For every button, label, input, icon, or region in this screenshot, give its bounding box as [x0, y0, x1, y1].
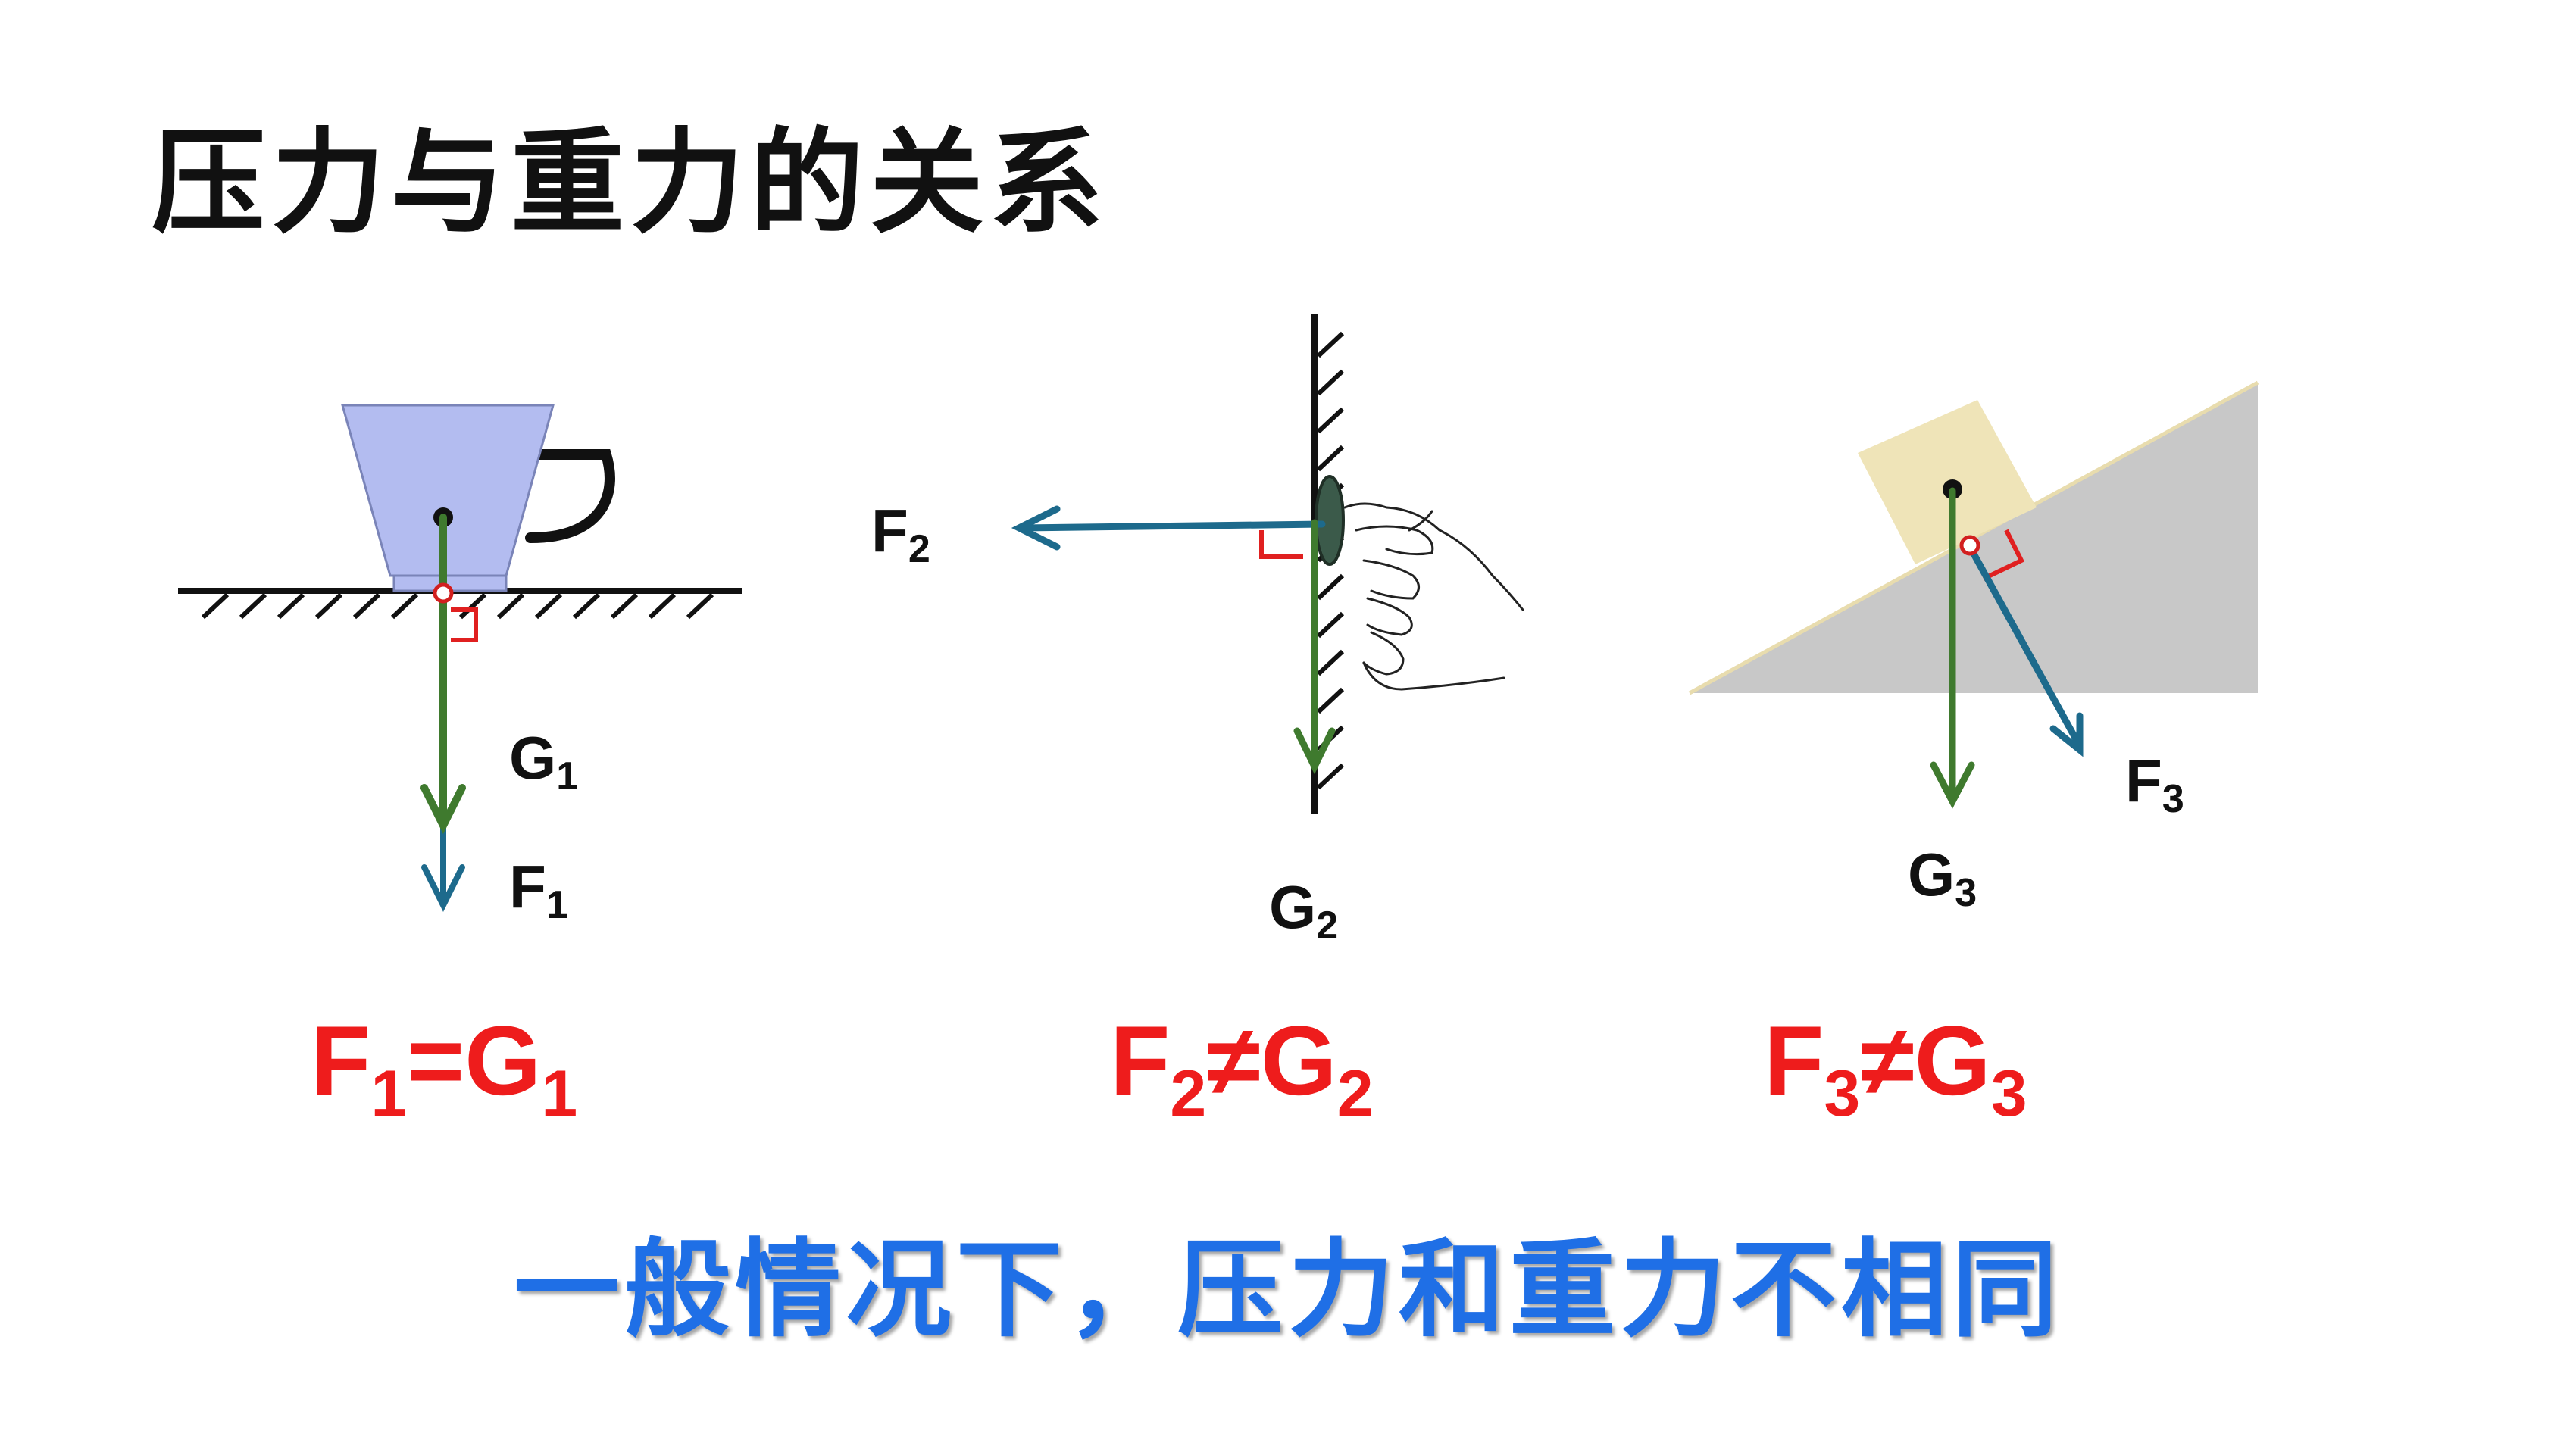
pressed-object — [1315, 475, 1345, 566]
gravity-arrow-g3 — [1930, 487, 1975, 809]
conclusion-text: 一般情况下，压力和重力不相同 — [513, 1229, 2062, 1352]
contact-point — [1959, 535, 1980, 556]
label-f1: F1 — [509, 853, 568, 927]
right-angle-marker — [1259, 530, 1303, 559]
label-g3: G3 — [1908, 841, 1977, 915]
cup-icon — [341, 404, 615, 592]
pressure-arrow-f3 — [1966, 543, 2084, 757]
equation-3: F3≠G3 — [1764, 1005, 2027, 1130]
equation-2: F2≠G2 — [1110, 1005, 1374, 1130]
label-f3: F3 — [2125, 747, 2184, 821]
page-title: 压力与重力的关系 — [152, 117, 1110, 249]
label-f2: F2 — [871, 497, 930, 571]
panel-incline: F3 G3 — [1688, 380, 2259, 915]
label-g1: G1 — [509, 724, 578, 798]
right-angle-marker — [451, 607, 478, 642]
contact-point — [433, 582, 454, 604]
gravity-arrow-g1 — [420, 514, 466, 835]
pressure-arrow-f2 — [1011, 505, 1326, 551]
panel-cup-on-table: G1 F1 — [178, 404, 742, 927]
hand-icon — [1343, 502, 1524, 691]
label-g2: G2 — [1269, 873, 1338, 948]
panel-wall: F2 G2 — [871, 314, 1524, 948]
gravity-arrow-g2 — [1293, 519, 1336, 775]
right-angle-marker — [1982, 529, 2025, 581]
ground-surface — [178, 588, 742, 620]
equation-1: F1=G1 — [311, 1005, 577, 1130]
